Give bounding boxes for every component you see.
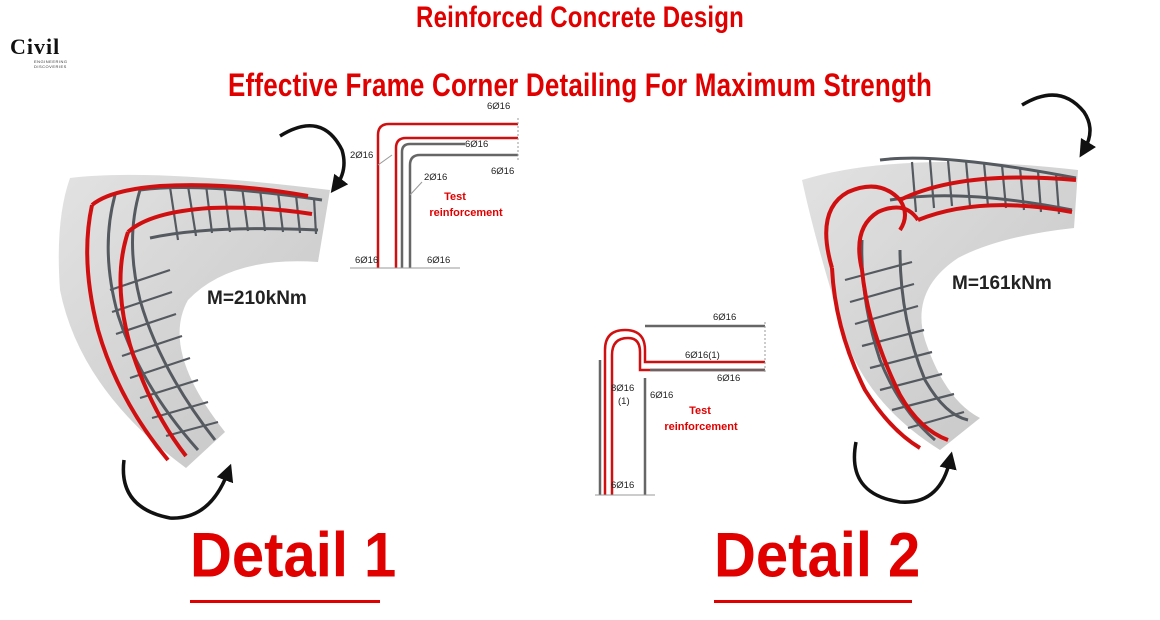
d2-test-label-line2: reinforcement [664,421,738,433]
detail1-schematic [350,118,519,269]
detail2-underline [714,600,912,603]
civil-logo: Civil ENGINEERING DISCOVERIES [10,34,76,70]
d2-label-bottom: 6Ø16 [611,480,634,491]
detail1-label: Detail 1 [190,520,397,591]
d1-inner-red-bar [394,136,518,268]
detail1-3d-model [58,174,330,468]
d2-test-label-line1: Test [689,405,711,417]
d1-test-label-line1: Test [444,191,466,203]
d1-test-label-line2: reinforcement [429,207,503,219]
d2-label-left-loop-l2: (1) [618,396,630,407]
d1-gray-bar-1 [400,142,465,268]
d1-label-top-inner: 6Ø16 [491,166,514,177]
detail2-top-moment-arrow [1021,93,1097,158]
detail2-moment-label: M=161kNm [952,273,1052,294]
detail2-bottom-moment-arrow [852,441,957,504]
detail2-schematic [595,322,766,496]
detail1-moment-label: M=210kNm [207,288,307,309]
detail1-top-moment-arrow [279,124,349,194]
d1-outer-red-bar [376,122,518,268]
detail1-concrete-block [58,174,330,468]
d2-label-right-vert: 6Ø16 [650,390,673,401]
d1-label-top-outer: 6Ø16 [487,101,510,112]
d1-label-side-inner: 2Ø16 [424,172,447,183]
detail2-concrete-block [802,162,1078,450]
d1-label-bottom-right: 6Ø16 [427,255,450,266]
d2-label-top: 6Ø16 [713,312,736,323]
d1-leader-2 [409,181,423,196]
page-title: Reinforced Concrete Design [416,0,744,35]
detail1-underline [190,600,380,603]
detail2-stirrups [844,159,1061,430]
d1-label-bottom-left: 6Ø16 [355,255,378,266]
d1-label-top-middle: 6Ø16 [465,139,488,150]
detail2-3d-model [802,156,1078,450]
detail1-gray-bars [106,186,323,451]
d1-label-side-outer: 2Ø16 [350,150,373,161]
d2-loop-bar [603,328,765,495]
d1-leader-1 [377,154,393,166]
detail2-gray-bars [860,156,1077,442]
logo-tagline: ENGINEERING DISCOVERIES [34,59,68,69]
d2-label-lower: 6Ø16 [717,373,740,384]
logo-name: Civil [10,34,61,59]
detail2-label: Detail 2 [714,520,921,591]
d2-label-middle: 6Ø16(1) [685,350,720,361]
detail1-bottom-moment-arrow [121,459,234,520]
detail1-red-bars [85,183,313,462]
d1-gray-bar-2 [408,153,518,268]
detail2-red-bars [824,175,1077,450]
d2-label-left-loop-l1: 8Ø16 [611,383,634,394]
page-subtitle: Effective Frame Corner Detailing For Max… [227,66,933,104]
d2-inner-loop-bar [610,336,765,495]
